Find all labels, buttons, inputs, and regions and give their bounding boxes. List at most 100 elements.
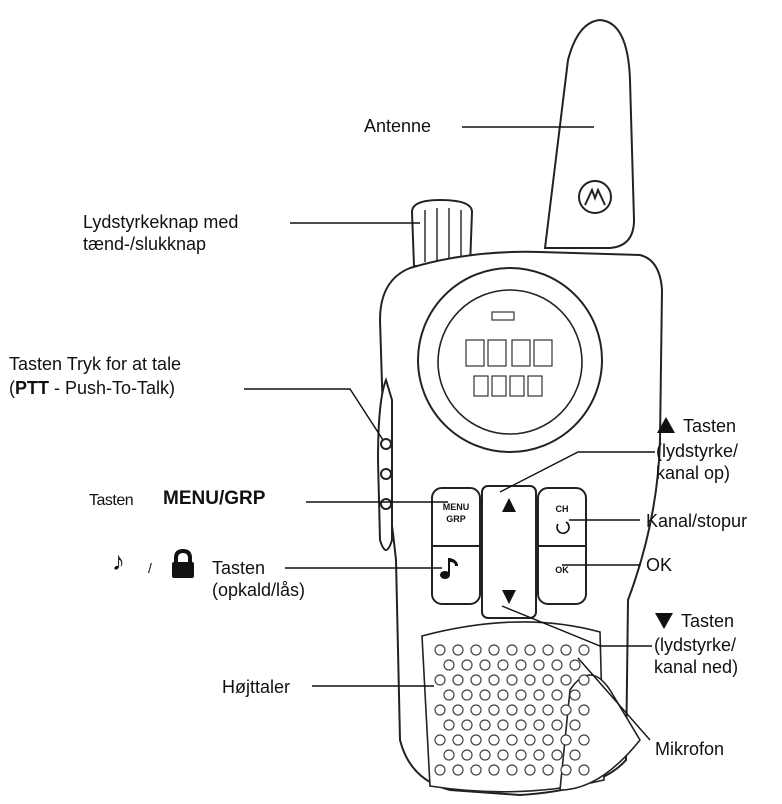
speaker-hole — [488, 644, 500, 656]
display-window — [437, 289, 583, 435]
speaker-hole — [551, 749, 563, 761]
speaker-hole — [443, 719, 455, 731]
key-grp-label: GRP — [446, 514, 466, 524]
speaker-hole — [515, 689, 527, 701]
speaker-hole — [452, 644, 464, 656]
speaker-hole — [533, 689, 545, 701]
key-ok-label: OK — [555, 565, 569, 575]
speaker-hole — [470, 644, 482, 656]
speaker-hole — [479, 689, 491, 701]
leader-mic — [577, 657, 651, 741]
speaker-hole — [569, 749, 581, 761]
label-antenne: Antenne — [364, 116, 432, 136]
speaker-hole — [506, 764, 518, 776]
speaker-hole — [497, 719, 509, 731]
leader-ptt — [244, 388, 384, 441]
speaker-hole — [542, 734, 554, 746]
speaker-hole — [542, 674, 554, 686]
speaker-hole — [515, 719, 527, 731]
speaker-hole — [551, 689, 563, 701]
speaker-hole — [488, 764, 500, 776]
key-menu-label: MENU — [443, 502, 470, 512]
speaker-hole — [488, 674, 500, 686]
speaker-hole — [560, 734, 572, 746]
timer-icon — [556, 521, 570, 535]
down-triangle-icon — [502, 590, 516, 604]
label-speaker: Højttaler — [222, 677, 291, 697]
label-ok: OK — [646, 555, 673, 575]
label-down-line1: Tasten — [681, 611, 735, 631]
leader-up — [499, 451, 655, 493]
speaker-hole — [479, 719, 491, 731]
speaker-hole — [506, 644, 518, 656]
speaker-hole — [461, 689, 473, 701]
speaker-hole — [470, 734, 482, 746]
speaker-hole — [443, 689, 455, 701]
speaker-hole — [560, 644, 572, 656]
label-up-line1: Tasten — [683, 416, 737, 436]
speaker-hole — [470, 704, 482, 716]
speaker-hole — [479, 749, 491, 761]
speaker-hole — [497, 749, 509, 761]
speaker-hole — [488, 734, 500, 746]
keypad-center — [481, 485, 537, 619]
speaker-hole — [488, 704, 500, 716]
speaker-hole — [497, 689, 509, 701]
label-menu-prefix: Tasten — [89, 492, 134, 509]
down-triangle-label-icon — [655, 613, 673, 629]
speaker-hole — [515, 749, 527, 761]
speaker-hole — [578, 674, 590, 686]
speaker-hole — [524, 644, 536, 656]
speaker-hole — [542, 644, 554, 656]
label-up-line2: (lydstyrke/ — [656, 441, 739, 461]
label-channel-timer: Kanal/stopur — [646, 511, 748, 531]
speaker-hole — [560, 674, 572, 686]
leader-down-line — [501, 605, 652, 647]
speaker-hole — [470, 674, 482, 686]
note-lock-key-icon — [440, 558, 458, 579]
ptt-side-strip — [376, 376, 393, 551]
speaker-hole — [497, 659, 509, 671]
speaker-hole — [578, 704, 590, 716]
label-call-lock-line1: Tasten — [212, 558, 266, 578]
speaker-hole — [452, 674, 464, 686]
speaker-hole — [524, 764, 536, 776]
speaker-hole — [578, 764, 590, 776]
speaker-hole — [524, 734, 536, 746]
up-triangle-icon — [502, 498, 516, 512]
speaker-hole — [542, 764, 554, 776]
speaker-hole — [578, 644, 590, 656]
up-triangle-label-icon — [657, 417, 675, 433]
speaker-hole — [569, 659, 581, 671]
speaker-holes — [434, 644, 590, 776]
label-volume-knob-line2: tænd-/slukknap — [83, 234, 207, 254]
label-menu-grp: MENU/GRP — [163, 488, 266, 509]
speaker-hole — [524, 704, 536, 716]
speaker-hole — [560, 704, 572, 716]
speaker-hole — [434, 734, 446, 746]
volume-knob — [410, 198, 474, 267]
speaker-hole — [452, 764, 464, 776]
speaker-hole — [461, 749, 473, 761]
speaker-hole — [470, 764, 482, 776]
speaker-hole — [506, 704, 518, 716]
label-down-line2: (lydstyrke/ — [654, 635, 737, 655]
speaker-hole — [578, 734, 590, 746]
speaker-hole — [551, 719, 563, 731]
speaker-hole — [533, 749, 545, 761]
key-ch-label: CH — [556, 504, 569, 514]
speaker-hole — [569, 689, 581, 701]
label-ptt-line1: Tasten Tryk for at tale — [9, 354, 182, 374]
label-ptt-line2: (PTT - Push-To-Talk) — [9, 378, 176, 398]
speaker-hole — [551, 659, 563, 671]
speaker-hole — [515, 659, 527, 671]
speaker-hole — [506, 734, 518, 746]
label-up-line3: kanal op) — [656, 463, 731, 483]
speaker-hole — [443, 659, 455, 671]
label-microphone: Mikrofon — [655, 739, 725, 759]
speaker-hole — [434, 764, 446, 776]
speaker-hole — [434, 644, 446, 656]
label-call-lock-line2: (opkald/lås) — [212, 580, 306, 600]
speaker-hole — [434, 674, 446, 686]
